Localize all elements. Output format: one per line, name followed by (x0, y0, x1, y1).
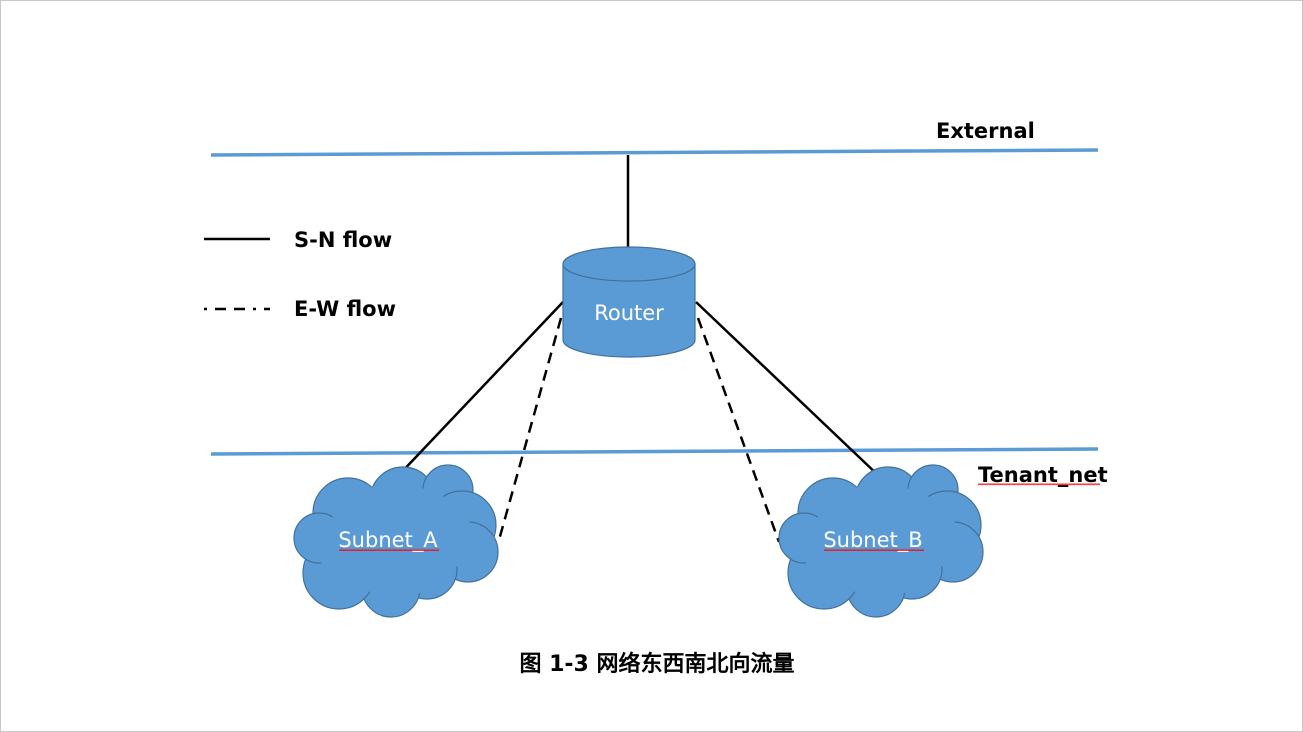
external-network-label: External (936, 119, 1035, 143)
legend: S-N flow E-W flow (204, 228, 396, 321)
router-label: Router (594, 301, 664, 325)
router-node: Router (562, 246, 696, 358)
legend-solid-label: S-N flow (294, 228, 392, 252)
tenant-label-spellcheck (978, 483, 1100, 486)
figure-caption: 图 1-3 网络东西南北向流量 (519, 651, 794, 677)
sn-flow-line-a (396, 301, 564, 478)
ew-flow-line-b (696, 317, 781, 543)
subnet-a-cloud: Subnet_A (293, 464, 499, 618)
tenant-network-line (210, 447, 1099, 456)
legend-dashed-label: E-W flow (294, 297, 396, 321)
external-network-line (210, 148, 1099, 157)
subnet-a-spellcheck (339, 548, 439, 551)
subnet-b-spellcheck (824, 548, 924, 551)
sn-flow-line-b (695, 301, 881, 478)
ew-flow-line-a (497, 317, 563, 541)
subnet-b-cloud: Subnet_B (778, 464, 984, 618)
